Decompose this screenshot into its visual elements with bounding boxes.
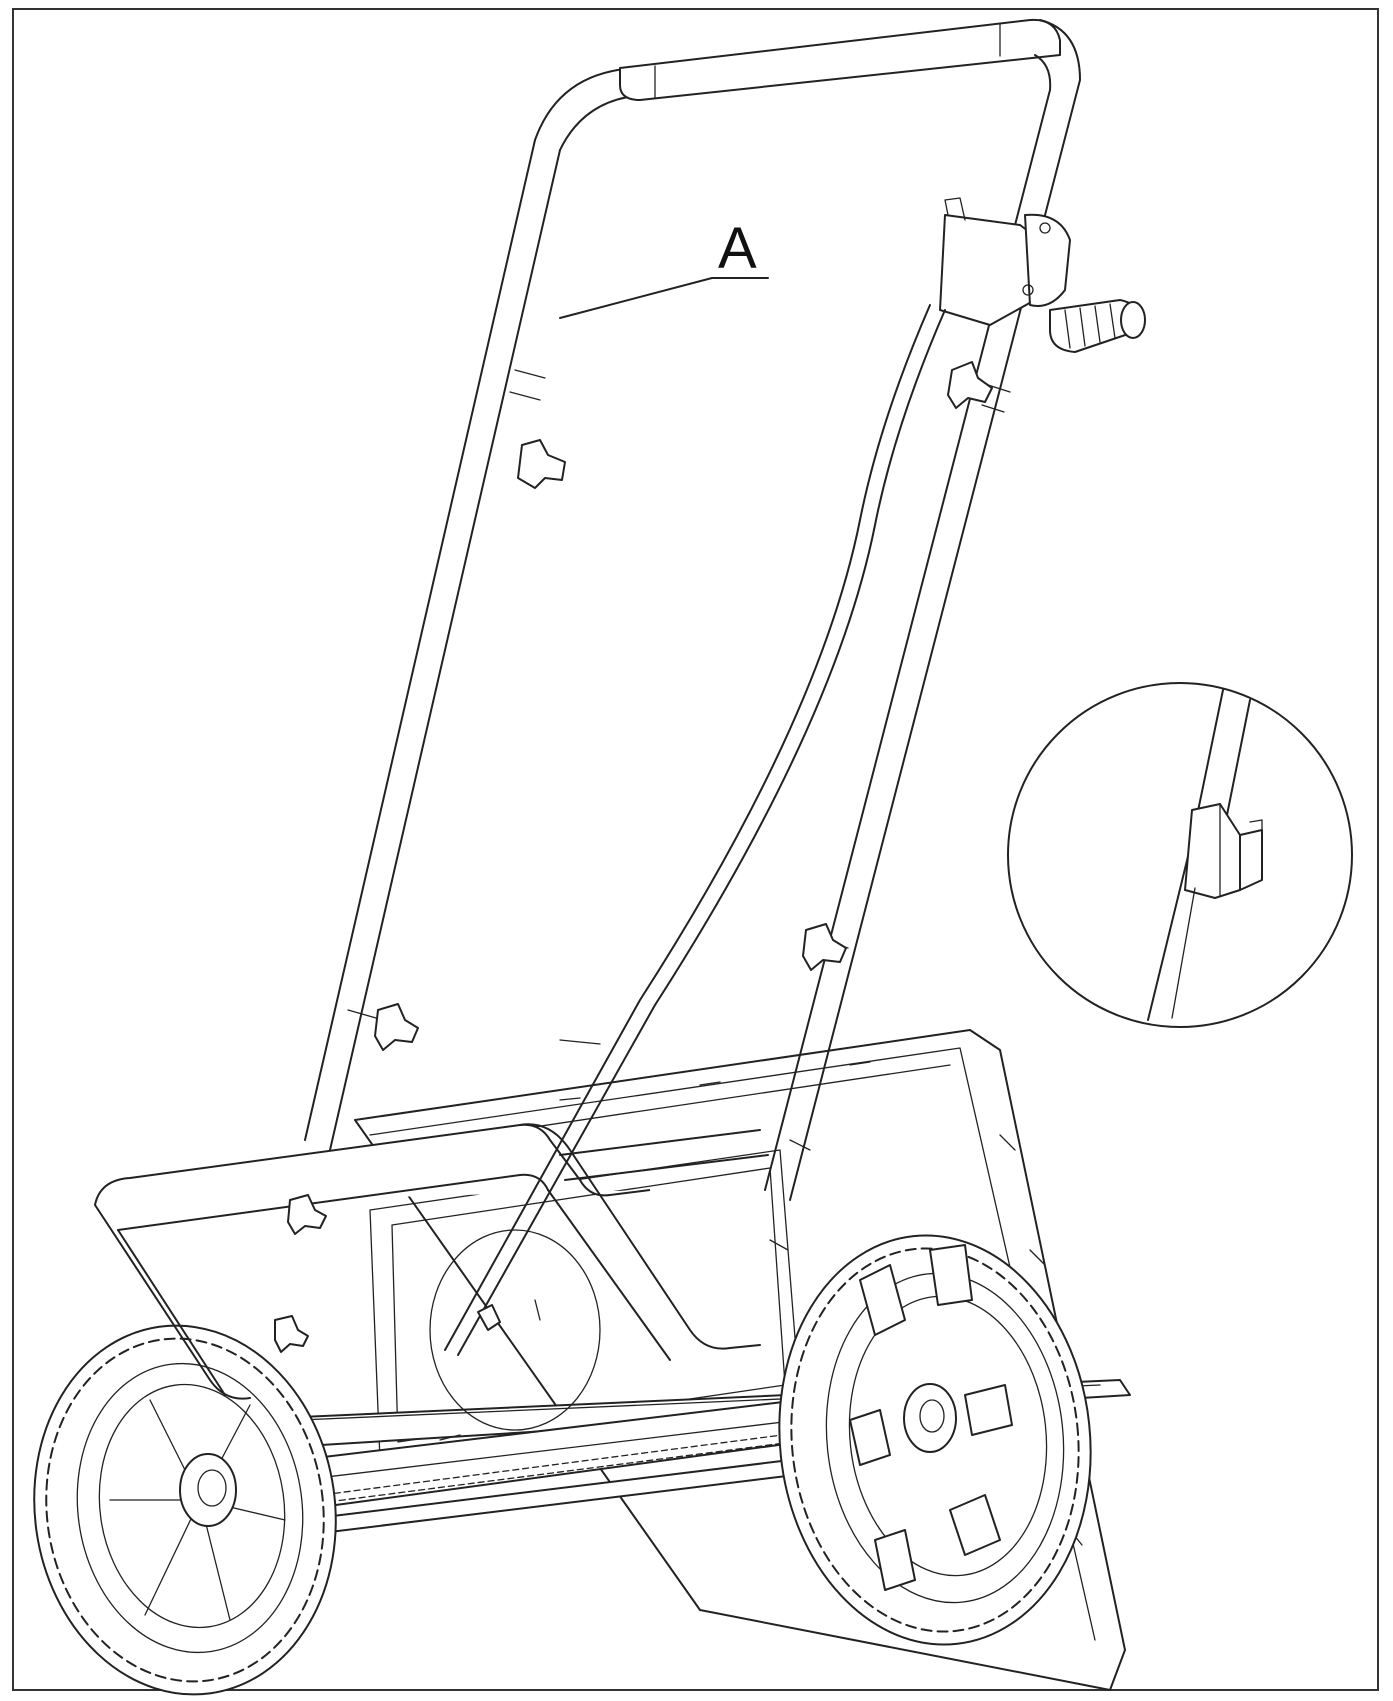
switch-box — [939, 197, 1146, 353]
clip-location-circle — [429, 1229, 601, 1441]
callout-label: A — [718, 216, 757, 281]
handle-a — [304, 18, 1081, 1201]
left-wheel — [33, 1324, 337, 1696]
reel-roller — [214, 1399, 816, 1536]
control-cable — [444, 304, 946, 1356]
detail-inset — [1007, 682, 1353, 1028]
handle-knobs — [274, 361, 993, 1353]
callout-a: A — [559, 216, 769, 319]
diagram-frame — [12, 8, 1379, 1691]
right-wheel — [778, 1234, 1092, 1646]
lower-handle-frame — [94, 1123, 769, 1400]
